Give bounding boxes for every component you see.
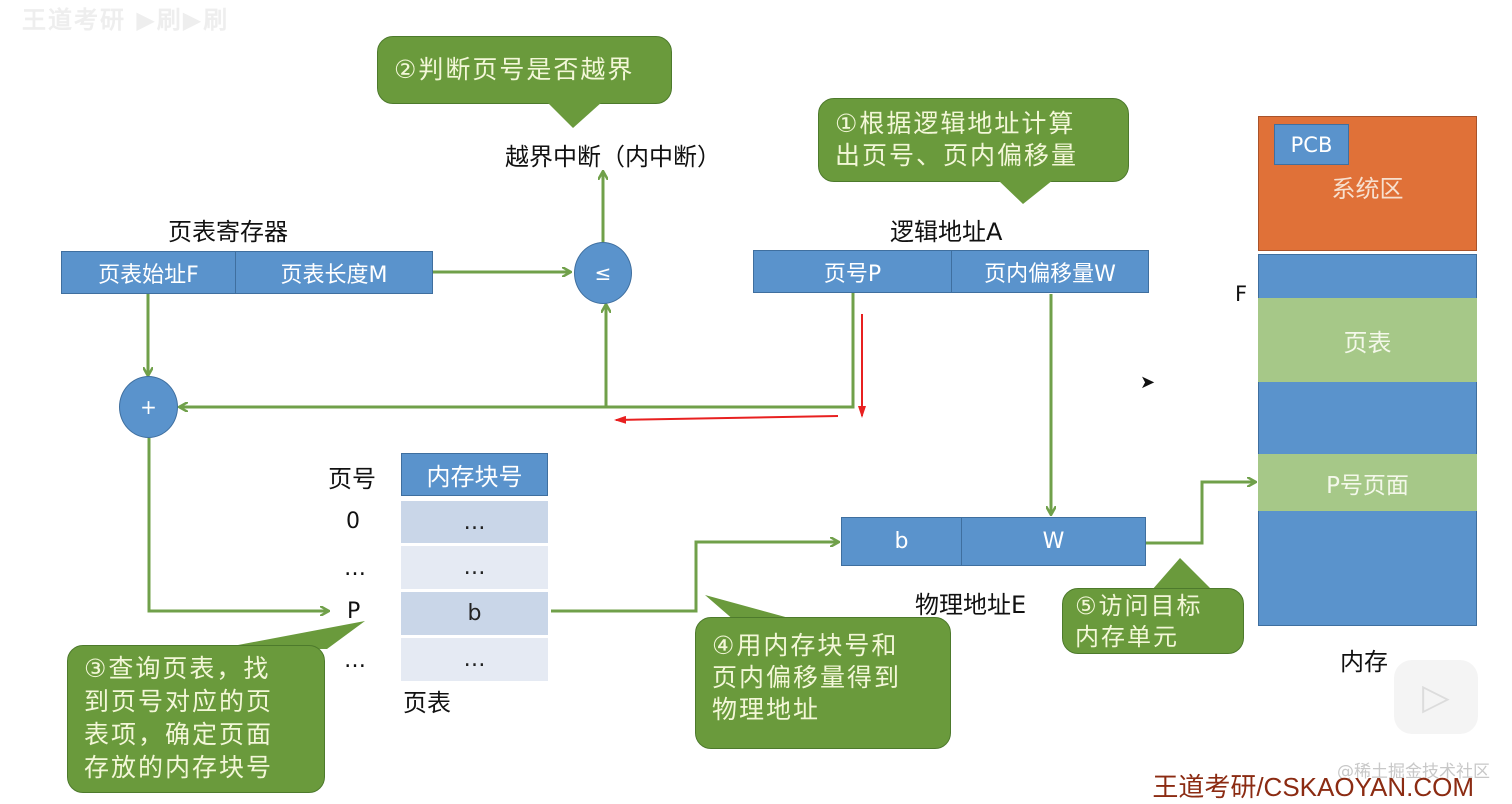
memory-page-table-label: 页表: [1343, 328, 1392, 357]
logical-address-title: 逻辑地址A: [890, 218, 1003, 246]
physical-address-title: 物理地址E: [915, 591, 1027, 619]
page-table-length-field: 页表长度M: [235, 251, 433, 294]
memory-system-area: PCB 系统区: [1258, 116, 1477, 251]
callout-tail: [998, 180, 1053, 204]
brand-watermark: 王道考研/CSKAOYAN.COM: [1152, 772, 1474, 802]
block-number-header: 内存块号: [401, 453, 548, 496]
callout-tail: [705, 595, 800, 621]
page-table-base-field: 页表始址F: [61, 251, 236, 294]
page-table-row: b: [401, 592, 548, 635]
page-number-cell: …: [344, 648, 366, 673]
arrow-page-to-add: [180, 292, 855, 407]
arrow-block-to-physical: [551, 542, 838, 613]
juejin-watermark: @稀土掘金技术社区: [1337, 762, 1490, 782]
memory-page-table-area: 页表: [1258, 298, 1477, 382]
arrow-physical-to-memory: [1146, 482, 1255, 545]
block-cell: …: [463, 555, 486, 580]
page-table-row: …: [401, 546, 548, 589]
logical-offset-field: 页内偏移量W: [951, 250, 1149, 293]
mouse-cursor-icon: ➤: [1140, 372, 1156, 393]
page-table-caption: 页表: [403, 689, 451, 717]
page-table-row: …: [401, 501, 548, 543]
interrupt-label: 越界中断（内中断）: [505, 143, 721, 171]
logical-page-number-field: 页号P: [753, 250, 952, 293]
callout-tail: [217, 621, 365, 649]
add-node: +: [119, 376, 178, 438]
memory-caption: 内存: [1340, 648, 1388, 676]
physical-block-field: b: [841, 517, 962, 566]
physical-offset-field: W: [961, 517, 1146, 566]
block-cell: b: [467, 601, 482, 626]
memory-f-marker: F: [1235, 282, 1248, 306]
callout-tail: [1152, 558, 1212, 590]
memory-p-page-area: P号页面: [1258, 454, 1477, 511]
block-cell: …: [463, 647, 486, 672]
page-number-cell: P: [347, 599, 361, 624]
page-number-cell: 0: [346, 509, 360, 534]
callout-step2: ②判断页号是否越界: [377, 36, 672, 128]
page-number-cell: …: [344, 556, 366, 581]
video-player-play-icon[interactable]: ▷: [1394, 660, 1478, 734]
callout-tail: [547, 102, 602, 128]
callout-step4: ④用内存块号和 页内偏移量得到 物理地址: [695, 595, 951, 749]
callout-step5: ⑤访问目标 内存单元: [1062, 558, 1244, 654]
callout-step1: ①根据逻辑地址计算 出页号、页内偏移量: [818, 98, 1129, 204]
page-table-row: …: [401, 638, 548, 681]
red-annotation-left: [614, 415, 839, 424]
callout-step3: ③查询页表，找 到页号对应的页 表项，确定页面 存放的内存块号: [67, 621, 365, 793]
arrow-add-to-pagetable: [147, 438, 328, 611]
page-number-header: 页号: [328, 465, 376, 493]
compare-node: ≤: [574, 242, 632, 304]
block-cell: …: [463, 509, 486, 535]
watermark-top: 王道考研 ▶刷▶刷: [22, 6, 230, 34]
system-area-label: 系统区: [1331, 175, 1404, 203]
page-table-register-title: 页表寄存器: [168, 218, 288, 246]
memory-p-page-label: P号页面: [1326, 472, 1409, 499]
pcb-block: PCB: [1274, 124, 1349, 165]
